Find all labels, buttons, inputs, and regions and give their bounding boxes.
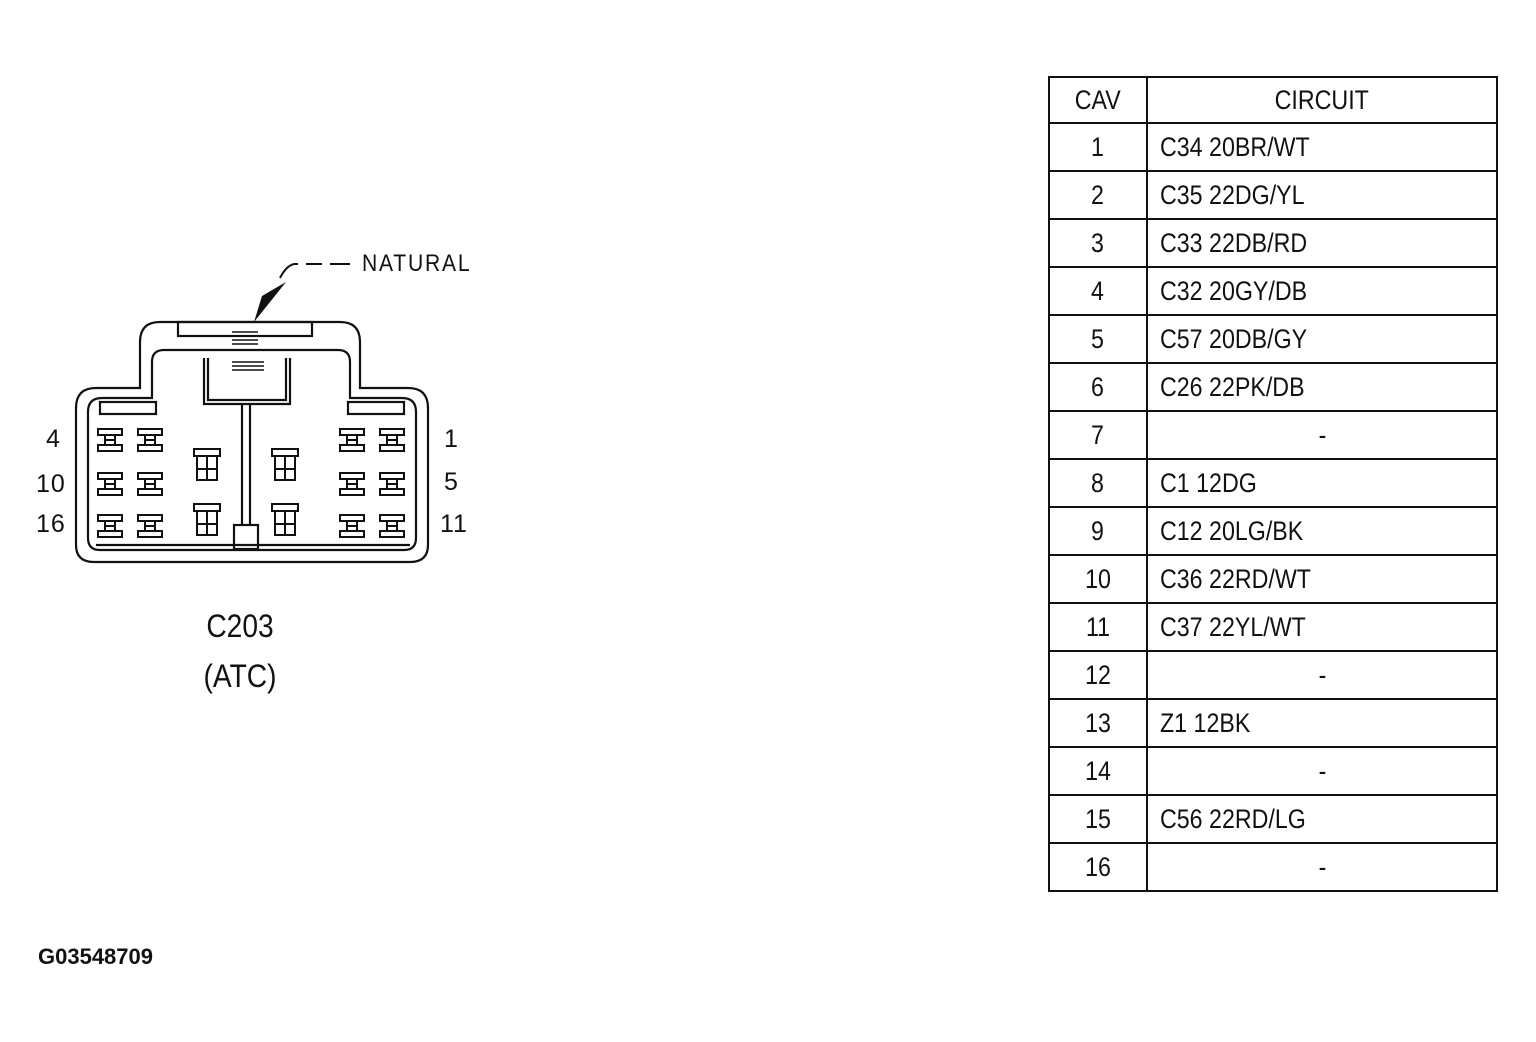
- cav-cell: 1: [1048, 122, 1148, 172]
- natural-arrow: [279, 263, 350, 279]
- table-row: 14-: [1048, 746, 1498, 796]
- cavity-terminal: [339, 472, 365, 496]
- cavity-terminal: [97, 514, 123, 538]
- circuit-cell: -: [1146, 410, 1498, 460]
- cav-cell: 14: [1048, 746, 1148, 796]
- connector-subname: (ATC): [203, 658, 277, 694]
- cav-cell: 2: [1048, 170, 1148, 220]
- cav-cell: 13: [1048, 698, 1148, 748]
- cav-cell: 9: [1048, 506, 1148, 556]
- circuit-cell: C57 20DB/GY: [1146, 314, 1498, 364]
- cav-cell: 5: [1048, 314, 1148, 364]
- lock-tab: [176, 320, 314, 338]
- cavity-terminal-large: [271, 448, 299, 481]
- cav-cell: 16: [1048, 842, 1148, 892]
- table-row: 12-: [1048, 650, 1498, 700]
- header-circuit: CIRCUIT: [1146, 76, 1498, 124]
- cavity-terminal: [137, 472, 163, 496]
- pin-label-left-bottom: 16: [36, 510, 66, 538]
- natural-arrowhead: [254, 282, 286, 322]
- cav-cell: 10: [1048, 554, 1148, 604]
- cavity-terminal: [379, 428, 405, 452]
- pin-label-right-top: 1: [444, 425, 459, 453]
- connector-c203-drawing: [74, 263, 430, 564]
- circuit-cell: C1 12DG: [1146, 458, 1498, 508]
- circuit-cell: C34 20BR/WT: [1146, 122, 1498, 172]
- cav-cell: 8: [1048, 458, 1148, 508]
- cav-cell: 6: [1048, 362, 1148, 412]
- pin-label-right-middle: 5: [444, 468, 459, 496]
- header-cav: CAV: [1048, 76, 1148, 124]
- circuit-cell: C33 22DB/RD: [1146, 218, 1498, 268]
- cav-cell: 11: [1048, 602, 1148, 652]
- cavity-terminal: [339, 428, 365, 452]
- cavity-terminal-large: [193, 503, 221, 536]
- circuit-cell: C56 22RD/LG: [1146, 794, 1498, 844]
- cav-cell: 15: [1048, 794, 1148, 844]
- cavity-terminal: [97, 472, 123, 496]
- circuit-cell: C37 22YL/WT: [1146, 602, 1498, 652]
- cavity-terminal: [137, 514, 163, 538]
- pin-label-right-bottom: 11: [440, 510, 468, 538]
- circuit-cell: C35 22DG/YL: [1146, 170, 1498, 220]
- cavity-terminal: [137, 428, 163, 452]
- cav-cell: 3: [1048, 218, 1148, 268]
- cav-cell: 7: [1048, 410, 1148, 460]
- circuit-cell: C12 20LG/BK: [1146, 506, 1498, 556]
- cavity-terminal: [97, 428, 123, 452]
- table-header-row: CAV CIRCUIT: [1048, 76, 1498, 124]
- pin-label-left-top: 4: [46, 425, 61, 453]
- connector-color-label: NATURAL: [362, 250, 472, 277]
- cav-cell: 12: [1048, 650, 1148, 700]
- table-row: 16-: [1048, 842, 1498, 892]
- circuit-cell: C26 22PK/DB: [1146, 362, 1498, 412]
- cavity-terminal: [379, 514, 405, 538]
- circuit-cell: -: [1146, 842, 1498, 892]
- circuit-cell: C32 20GY/DB: [1146, 266, 1498, 316]
- circuit-cell: -: [1146, 746, 1498, 796]
- table-row: 7-: [1048, 410, 1498, 460]
- cav-cell: 4: [1048, 266, 1148, 316]
- circuit-cell: Z1 12BK: [1146, 698, 1498, 748]
- connector-inner-outline: [86, 348, 418, 552]
- cavity-terminal: [339, 514, 365, 538]
- connector-name: C203: [206, 608, 274, 644]
- cavity-terminal-large: [271, 503, 299, 536]
- figure-id: G03548709: [38, 944, 153, 969]
- circuit-cell: -: [1146, 650, 1498, 700]
- cavity-terminal: [379, 472, 405, 496]
- circuit-cell: C36 22RD/WT: [1146, 554, 1498, 604]
- latch: [202, 358, 292, 406]
- cavity-terminal-large: [193, 448, 221, 481]
- pin-label-left-middle: 10: [36, 470, 66, 498]
